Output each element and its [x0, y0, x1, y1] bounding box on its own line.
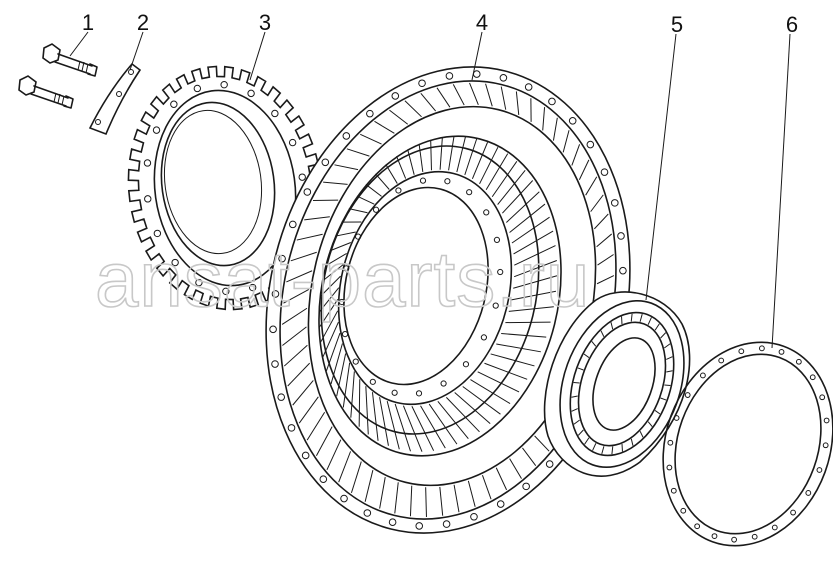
bolt-lower	[18, 75, 74, 109]
leader-lines	[69, 31, 791, 349]
bolt-upper	[42, 43, 98, 77]
callout-2: 2	[137, 10, 149, 35]
watermark: ansat-parts.ru	[95, 235, 590, 323]
part-1-bolts	[18, 43, 98, 109]
callout-5: 5	[671, 12, 683, 37]
part-2-lock-plate	[88, 62, 142, 136]
callout-3: 3	[259, 10, 271, 35]
part-4-turbine	[265, 66, 631, 534]
callout-1: 1	[82, 10, 94, 35]
callout-6: 6	[786, 12, 798, 37]
part-5-bearing	[543, 291, 691, 477]
part-6-gasket	[662, 341, 833, 547]
callout-4: 4	[476, 10, 488, 35]
part-3-gear-ring	[127, 65, 323, 311]
